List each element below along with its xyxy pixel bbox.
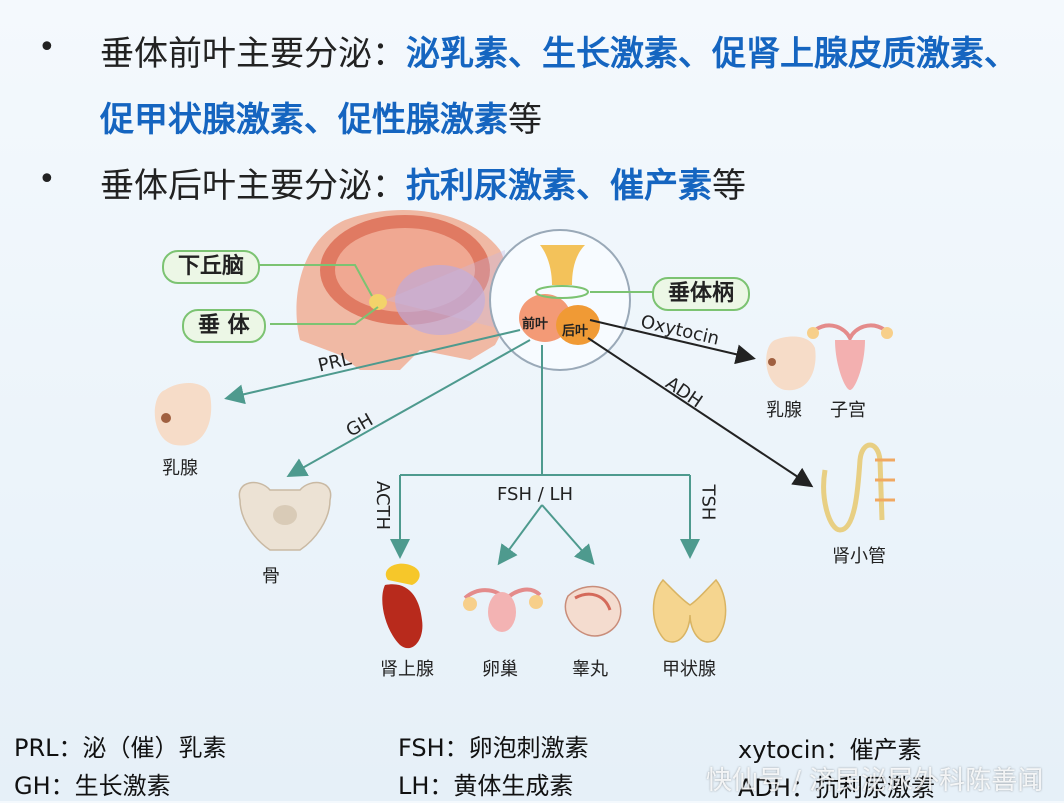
uterus-illustration [807,323,893,390]
legend-fsh: FSH：卵泡刺激素 [398,734,589,762]
hypothalamus-callout: 下丘脑 [162,250,261,284]
bullet-2-highlight: 抗利尿激素、催产素 [406,166,712,206]
bullet-1-suffix: 等 [508,100,542,140]
testis-label: 睾丸 [572,659,608,680]
pituitary-connector [270,306,379,325]
thyroid-label: 甲状腺 [662,659,716,680]
legend-adh: ADH：抗利尿激素 [738,774,935,802]
bone-illustration [238,481,332,551]
zoom-cone [385,250,505,330]
adrenal-label: 肾上腺 [380,659,434,680]
bullet-1-highlight-b: 促甲状腺激素、促性腺激素 [100,100,508,140]
bullet-1-highlight-a: 泌乳素、生长激素、促肾上腺皮质激素、 [406,34,1018,74]
posterior-lobe-label: 后叶 [562,324,589,339]
bullet-line-2: 垂体后叶主要分泌：抗利尿激素、催产素等 [100,158,746,207]
bullet-2-prefix: 垂体后叶主要分泌： [100,166,406,206]
fsh-lh-label: FSH / LH [497,484,574,505]
pituitary-callout: 垂 体 [182,309,266,343]
anterior-lobe-label: 前叶 [522,317,549,332]
bullet-dot: • [38,30,56,65]
bullet-dot: • [38,162,56,197]
uterus-label: 子宫 [830,400,866,421]
adh-arrow [587,337,814,488]
stalk-callout: 垂体柄 [652,277,751,311]
breast-left-label: 乳腺 [162,458,198,479]
tubule-label: 肾小管 [832,546,886,567]
thyroid-illustration [652,578,727,643]
oxytocin-arrow [589,319,756,365]
watermark: 快仙号 / 济民泌尿外科陈善闻 [706,766,1044,796]
acth-label: ACTH [372,480,394,531]
ovary-label: 卵巢 [482,659,518,680]
ovary-illustration [463,587,543,632]
bullet-1-prefix: 垂体前叶主要分泌： [100,34,406,74]
pituitary-zoom [489,229,631,371]
breast-right-illustration [766,336,816,391]
breast-right-label: 乳腺 [766,400,802,421]
legend-prl: PRL：泌（催）乳素 [14,734,227,762]
bone-label: 骨 [262,566,280,587]
tsh-label: TSH [697,484,719,521]
bullet-2-suffix: 等 [712,166,746,206]
tubule-illustration [821,442,895,533]
legend-lh: LH：黄体生成素 [398,772,574,800]
gh-arrow [286,339,531,477]
hypothalamus-connector [258,264,373,297]
testis-illustration [564,585,622,637]
adrenal-illustration [382,563,423,649]
fsh-lh-arrow-testis [541,504,595,566]
bullet-line-1b: 促甲状腺激素、促性腺激素等 [100,92,542,141]
breast-left-illustration [154,383,212,446]
prl-arrow [224,329,521,405]
fsh-lh-arrow-ovary [497,504,543,566]
legend-gh: GH：生长激素 [14,772,171,800]
legend-oxytocin: xytocin：催产素 [738,736,922,764]
bullet-line-1: 垂体前叶主要分泌：泌乳素、生长激素、促肾上腺皮质激素、 [100,26,1018,75]
